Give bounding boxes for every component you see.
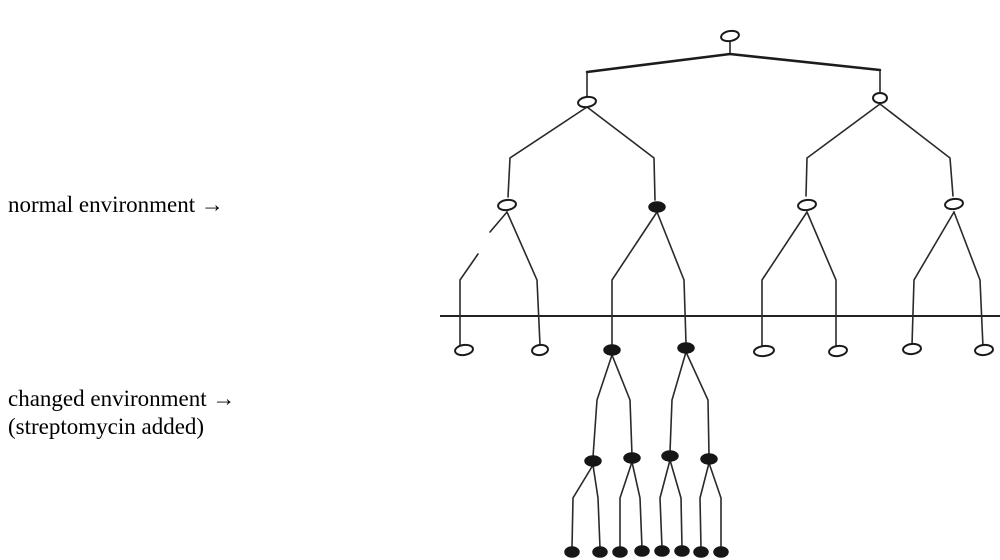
branch [699,462,710,549]
cell-normal [872,92,888,104]
cell-normal [944,197,964,211]
cell-resistant [612,546,628,558]
cell-resistant [584,455,602,467]
branch [585,52,882,74]
branch [631,461,643,549]
branch [708,462,722,549]
branch [459,253,479,346]
branch [806,211,837,348]
branch [619,461,633,549]
normal-environment-label: normal environment → [8,192,224,217]
cell-normal [797,198,817,212]
branch [669,459,683,549]
cell-normal [531,343,549,357]
branch [685,351,710,456]
branch [879,103,954,197]
cell-resistant [603,344,621,356]
cell-normal [974,343,994,357]
cell-resistant [623,452,641,464]
branch [592,354,613,458]
branch [761,211,808,348]
branch [805,103,881,197]
cell-resistant [634,545,650,557]
cell-normal [454,343,474,357]
cell-resistant [713,546,729,558]
tree-branches [459,41,984,549]
cell-resistant [693,546,709,558]
branch [489,211,508,233]
tree-nodes [454,29,994,558]
branch [611,211,658,346]
cell-resistant [648,201,666,213]
branch [571,464,594,549]
branch [586,106,656,201]
cell-resistant [677,342,695,354]
branch [611,354,633,456]
cell-resistant [592,546,608,558]
cell-resistant [661,450,679,462]
cell-normal [753,344,775,358]
changed-environment-label: changed environment → [8,386,236,411]
branch [669,351,687,453]
branch [507,106,588,198]
branch [953,211,984,348]
branch [592,464,601,549]
branch [659,459,671,549]
cell-normal [828,344,848,358]
cell-normal [497,198,517,212]
cell-resistant [564,546,580,558]
cell-normal [577,95,597,109]
cell-resistant [654,545,670,557]
cell-resistant [674,545,690,557]
cell-resistant [700,453,718,465]
streptomycin-note: (streptomycin added) [8,414,205,439]
cell-normal [720,29,740,43]
branch [506,211,541,346]
branch [911,211,955,346]
cell-normal [902,342,922,356]
branch [656,211,687,344]
